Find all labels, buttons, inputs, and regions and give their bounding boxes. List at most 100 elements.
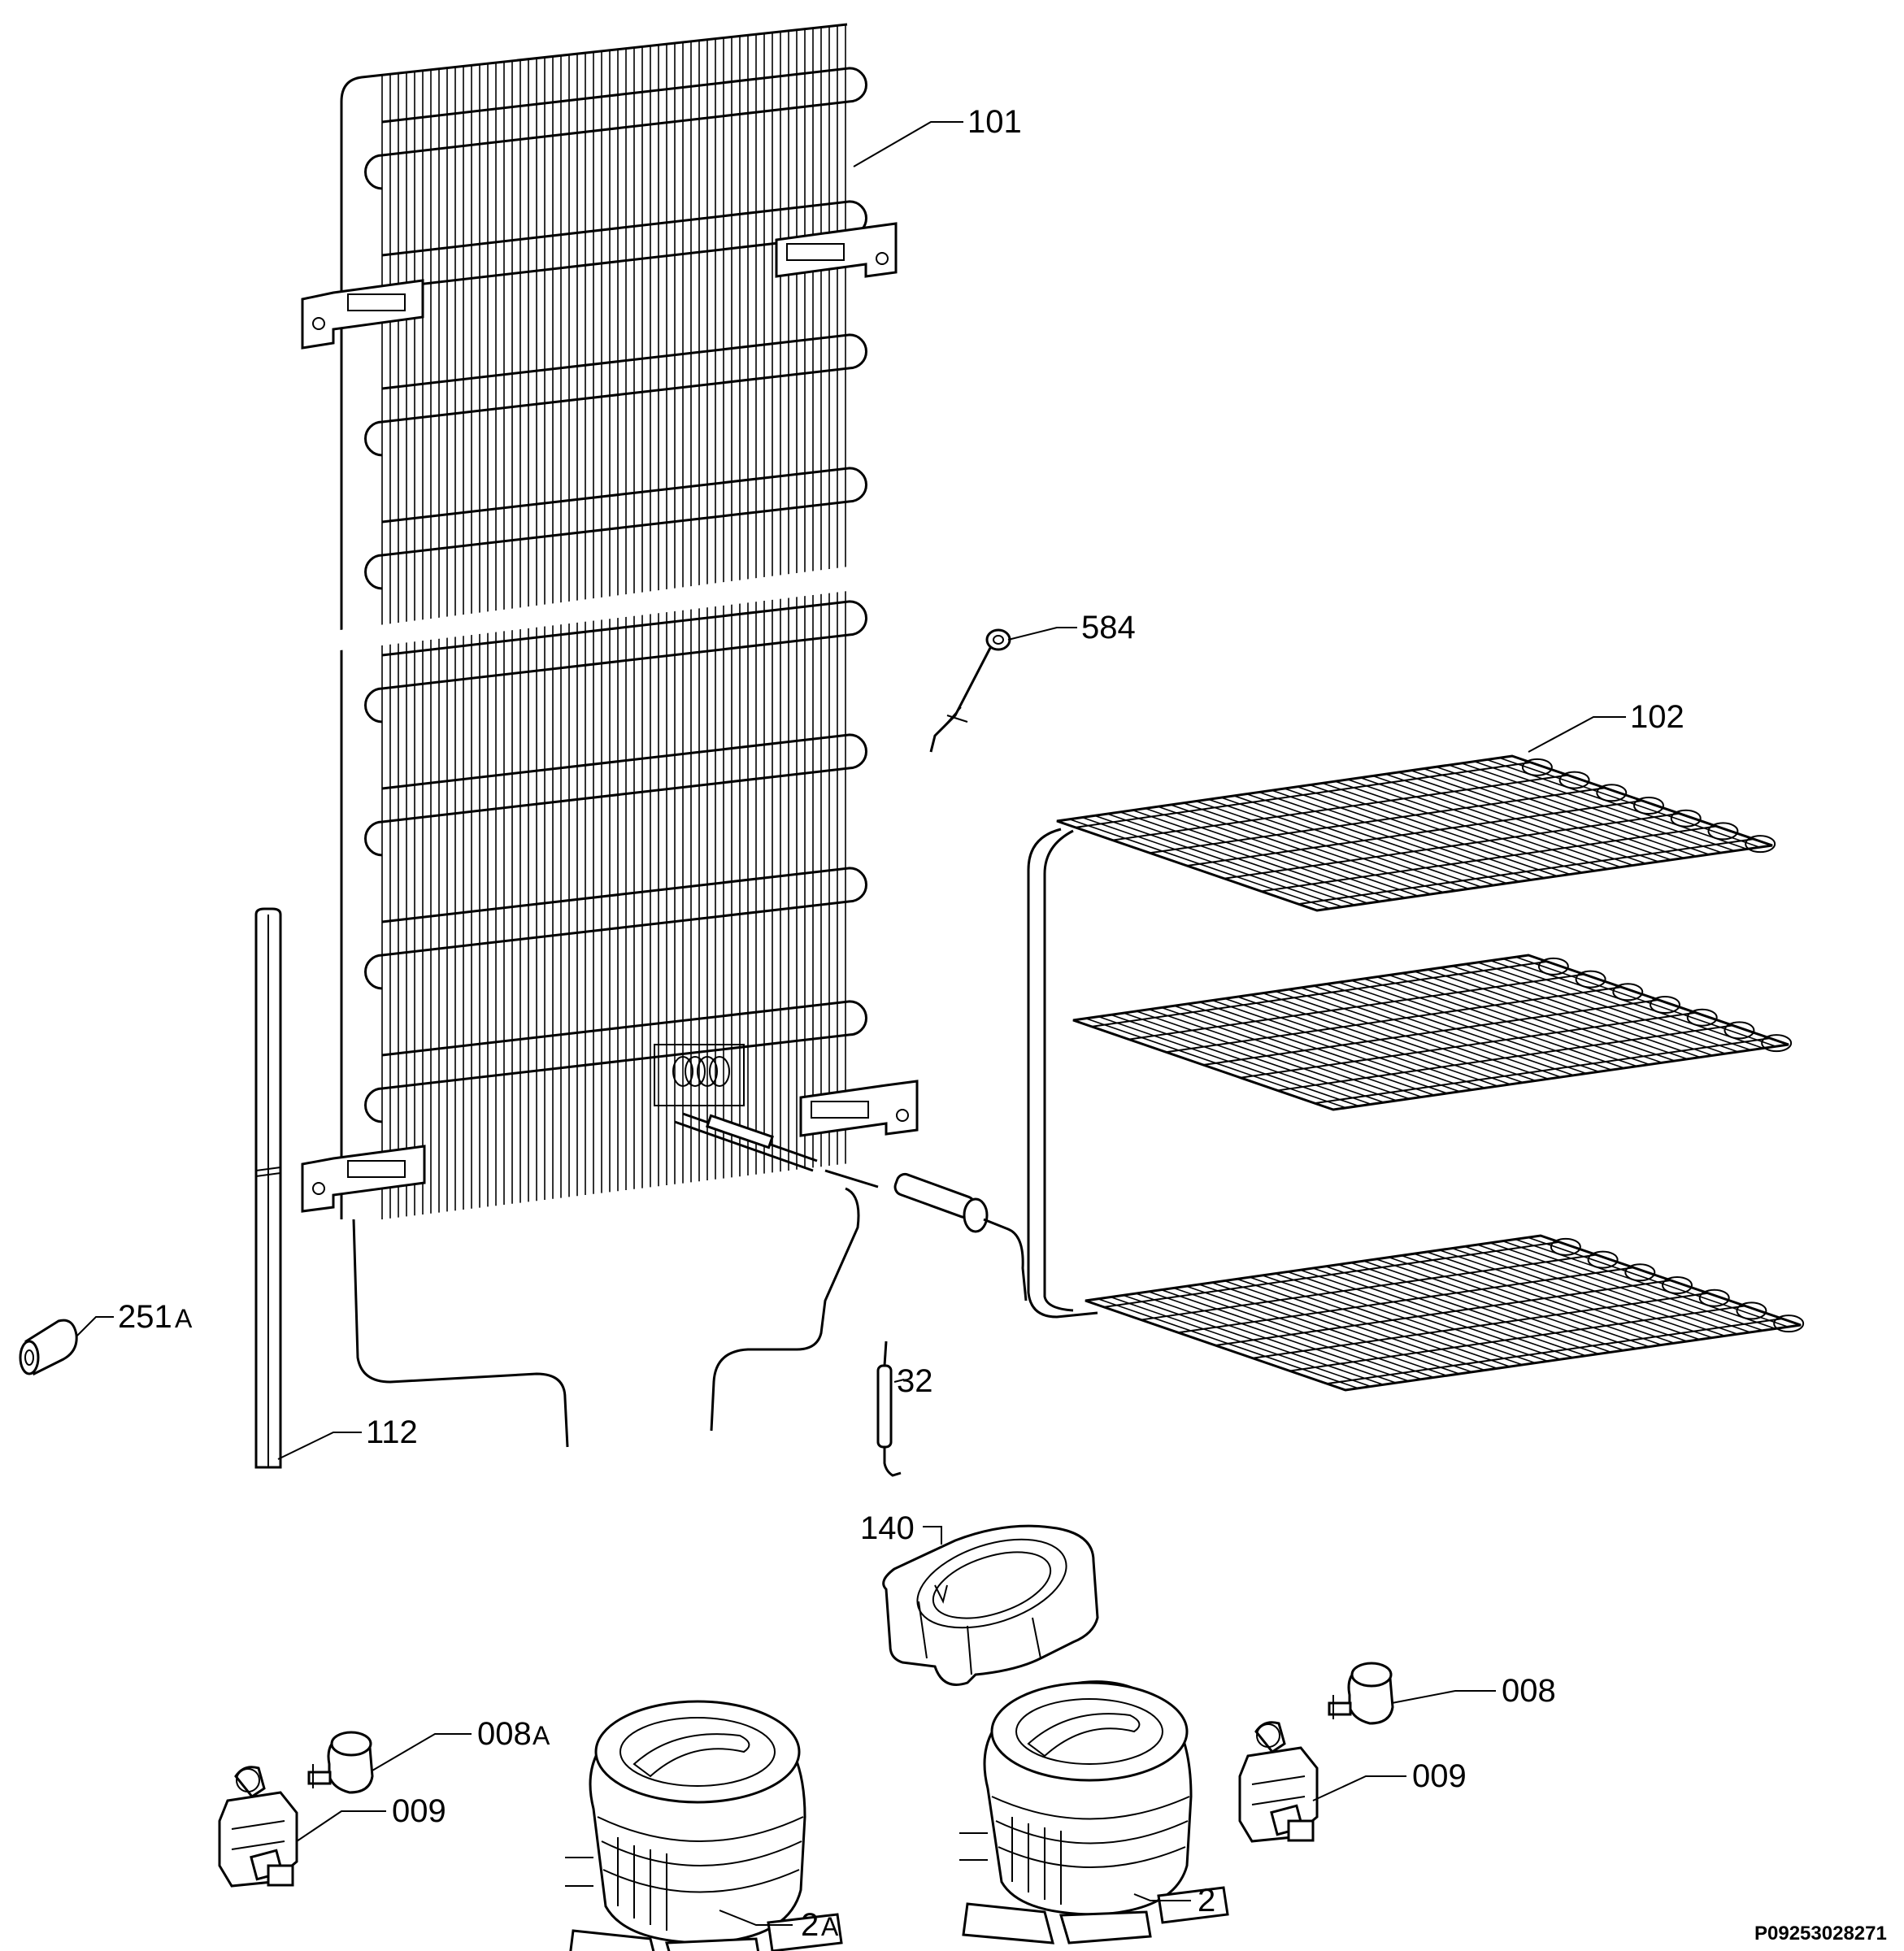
shelf-tube-bend	[1575, 970, 1606, 989]
shelf-wire	[1334, 780, 1596, 871]
shelf-wire	[1338, 981, 1599, 1073]
part-112-rod	[254, 907, 282, 1469]
filter-drier-line	[674, 1112, 1028, 1301]
shelf-tube-bend	[1745, 835, 1776, 854]
shelf-wire	[1246, 793, 1507, 884]
shelf-wire	[1275, 1272, 1536, 1364]
shelf-tube-bend	[1761, 1034, 1793, 1053]
shelf-wire	[1439, 967, 1701, 1058]
shelf-wire	[1448, 764, 1710, 855]
shelf-tube-bend	[1558, 771, 1590, 789]
shelf-wire	[1132, 809, 1393, 901]
shelf-wire	[1502, 1240, 1763, 1332]
shelf-wire	[1224, 1280, 1485, 1371]
shelf-wire	[1297, 786, 1558, 877]
evaporator-102	[1027, 754, 1805, 1392]
shelf-wire	[1414, 971, 1676, 1062]
part-251a-sleeve	[19, 1319, 78, 1376]
label-009-left: 009	[392, 1793, 446, 1829]
condenser-fins	[381, 24, 846, 1219]
shelf-wire	[1195, 800, 1457, 892]
shelf-wire	[1211, 1282, 1472, 1373]
shelf-wire	[1376, 976, 1637, 1067]
shelf-wire	[1098, 1015, 1359, 1107]
shelf-wire	[1249, 1276, 1511, 1367]
shelf-wire	[1123, 1294, 1384, 1386]
shelf-wire	[1402, 972, 1663, 1063]
shelf-wire	[1211, 999, 1473, 1091]
shelf-wire	[1158, 806, 1419, 897]
shelf-wire	[1490, 959, 1751, 1051]
shelf-tube-bend	[1707, 822, 1739, 841]
part-584-clip	[929, 628, 1011, 753]
leader-lines	[76, 121, 1626, 1926]
shelf-wire	[1198, 1284, 1460, 1375]
bracket-top-left	[301, 279, 424, 350]
shelf-wire	[1401, 1254, 1663, 1346]
shelf-wire	[1414, 1253, 1675, 1344]
shelf-wire	[1136, 1010, 1398, 1102]
shelf-wire	[1347, 779, 1609, 870]
shelf-tube-bend	[1537, 957, 1569, 976]
shelf-tube-bend	[1624, 1263, 1656, 1282]
shelf-wire	[1237, 996, 1498, 1087]
shelf-wire	[1275, 990, 1537, 1082]
label-32: 32	[897, 1363, 933, 1399]
shelf-wire	[1451, 1247, 1713, 1339]
shelf-tube-bend	[1650, 996, 1680, 1014]
shelf-wire	[1411, 770, 1671, 861]
label-584: 584	[1081, 610, 1136, 645]
evaporator-shelves	[1056, 754, 1805, 1392]
shelf-wire	[1499, 757, 1760, 848]
shelf-wire	[1309, 784, 1571, 876]
shelf-wire	[1423, 767, 1684, 859]
shelf-wire	[1439, 1249, 1700, 1340]
shelf-wire	[1372, 775, 1634, 867]
label-112: 112	[366, 1414, 418, 1450]
shelf-wire	[1119, 811, 1381, 902]
shelf-wire	[1325, 1266, 1586, 1357]
label-140: 140	[860, 1510, 915, 1546]
part-008-overload	[1328, 1662, 1394, 1725]
condenser-101	[301, 23, 919, 1448]
evaporator-shelf	[1056, 754, 1776, 912]
shelf-wire	[1312, 1267, 1574, 1358]
shelf-wire	[1385, 773, 1646, 864]
shelf-wire	[1183, 802, 1444, 893]
shelf-wire	[1398, 771, 1659, 863]
shelf-wire	[1186, 1003, 1448, 1094]
label-008: 008	[1502, 1673, 1556, 1709]
shelf-wire	[1363, 978, 1625, 1069]
shelf-wire	[1489, 1242, 1751, 1333]
drawing-code: P09253028271	[1754, 1923, 1887, 1944]
shelf-wire	[1300, 1269, 1561, 1360]
shelf-wire	[1476, 1244, 1738, 1335]
label-009-right: 009	[1412, 1758, 1467, 1794]
evaporator-shelf	[1085, 1234, 1805, 1392]
shelf-tube-bend	[1698, 1288, 1730, 1307]
shelf-wire	[1284, 788, 1545, 879]
shelf-tube-bend	[1662, 1276, 1693, 1294]
shelf-wire	[1258, 791, 1520, 883]
shelf-tube-bend	[1724, 1021, 1755, 1040]
shelf-wire	[1515, 956, 1776, 1047]
evaporator-shelf	[1072, 954, 1793, 1111]
shelf-wire	[1464, 963, 1726, 1054]
shelf-tube-bend	[1686, 1008, 1718, 1027]
shelf-wire	[1427, 969, 1688, 1060]
label-008a-suffix: A	[533, 1721, 550, 1750]
shelf-tube-bend	[1521, 758, 1553, 776]
shelf-wire	[1502, 958, 1764, 1049]
shelf-wire	[1300, 987, 1562, 1078]
shelf-tube-bend	[1736, 1301, 1767, 1320]
label-101: 101	[967, 104, 1022, 140]
shelf-wire	[1360, 776, 1621, 868]
shelf-wire	[1350, 1262, 1611, 1354]
shelf-wire	[1110, 1296, 1371, 1388]
shelf-wire	[1474, 760, 1735, 852]
shelf-wire	[1069, 819, 1330, 910]
bracket-bottom-left	[301, 1145, 426, 1213]
shelf-wire	[1174, 1005, 1435, 1096]
shelf-wire	[1135, 1293, 1397, 1384]
